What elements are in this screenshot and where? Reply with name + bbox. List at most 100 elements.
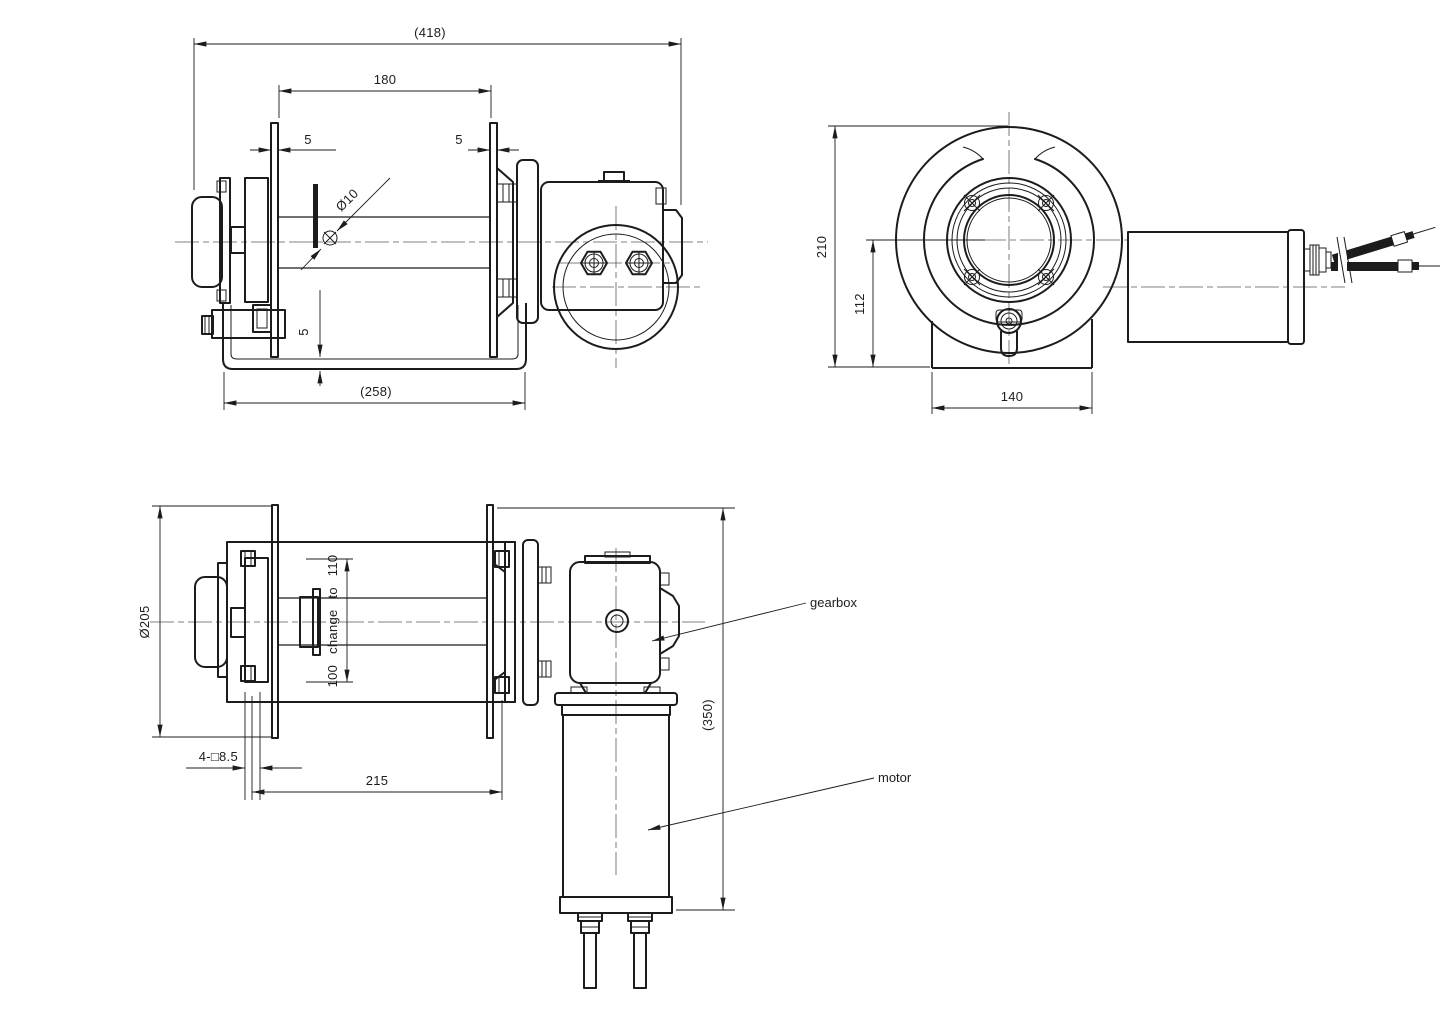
dim-text: 100 change to 110 bbox=[325, 555, 340, 688]
drum-support-plate bbox=[244, 557, 269, 683]
dim-text: 180 bbox=[374, 72, 397, 87]
rope-anchor-pin bbox=[313, 184, 318, 248]
input-shaft-circle bbox=[605, 609, 629, 633]
power-cables bbox=[1331, 226, 1440, 285]
screw bbox=[963, 268, 981, 286]
bolt-head bbox=[216, 180, 227, 193]
shaft-stub bbox=[230, 607, 246, 638]
dim-text: (418) bbox=[414, 25, 446, 40]
dim-text: 215 bbox=[366, 773, 389, 788]
screw bbox=[1037, 194, 1055, 212]
rope-anchor-hub bbox=[299, 596, 319, 648]
mounting-plate bbox=[931, 319, 1093, 369]
stud-lower bbox=[496, 278, 518, 298]
base-channel-inner bbox=[230, 305, 519, 360]
break-gap bbox=[1338, 235, 1347, 285]
bracket-bolt-threads bbox=[204, 316, 210, 334]
dim-text: 5 bbox=[296, 328, 311, 336]
terminal-bolt-left bbox=[580, 250, 608, 276]
drum-hub-cone bbox=[496, 167, 514, 318]
dim-text: (258) bbox=[360, 384, 392, 399]
input-shaft-center bbox=[610, 614, 624, 628]
motor-label: motor bbox=[878, 770, 912, 785]
stud-lower-threads bbox=[502, 279, 510, 297]
dim-text: 140 bbox=[1001, 389, 1024, 404]
dim-overall-depth-350: (350) bbox=[497, 507, 735, 911]
cable-gland-right bbox=[627, 912, 653, 934]
drum-support-plate bbox=[244, 177, 269, 303]
dim-text: Ø205 bbox=[137, 605, 152, 638]
flange-bolt-left bbox=[570, 686, 588, 694]
extension-lines bbox=[193, 38, 682, 205]
extension-lines bbox=[278, 85, 492, 118]
cover-clip-bottom bbox=[659, 657, 670, 671]
bolt-cross bbox=[582, 251, 606, 275]
bolt-head bbox=[216, 289, 227, 302]
brake-end-cap bbox=[191, 196, 223, 288]
dim-axis-to-base-112: 112 bbox=[852, 239, 985, 368]
dim-flange-diameter-205: Ø205 bbox=[137, 505, 272, 738]
housing-clip bbox=[655, 187, 667, 205]
dim-bracket-width-140: 140 bbox=[931, 372, 1093, 414]
shaft-stub bbox=[230, 226, 246, 254]
dim-flange-spacing-180: 180 bbox=[278, 72, 492, 118]
motor-collar bbox=[561, 704, 671, 716]
dim-flange-thickness-left: 5 bbox=[250, 132, 336, 153]
dim-overall-length-418: (418) bbox=[193, 25, 682, 205]
square-bolt-bottom bbox=[240, 665, 256, 682]
terminal-bolt-right bbox=[625, 250, 653, 276]
front-view: 210 112 140 bbox=[814, 112, 1440, 414]
pin-head-outer bbox=[996, 308, 1022, 334]
gearbox-housing bbox=[569, 561, 661, 684]
square-bolt-top bbox=[240, 550, 256, 567]
stud-lower bbox=[537, 660, 552, 678]
motor-cylinder bbox=[562, 715, 670, 897]
motor-end-circle-outer bbox=[553, 224, 679, 350]
gearbox-top-cap bbox=[584, 555, 651, 564]
bracket-slot bbox=[923, 158, 1095, 326]
extension-lines bbox=[244, 692, 261, 800]
dim-text: 5 bbox=[304, 132, 312, 147]
dim-mounting-holes: 4-□8.5 bbox=[186, 692, 302, 800]
screw bbox=[963, 194, 981, 212]
ring-screws bbox=[963, 194, 1055, 286]
hex-nut bbox=[580, 250, 608, 276]
cable-left bbox=[583, 932, 597, 989]
rope-hole-leader-upper bbox=[336, 177, 391, 232]
motor-end-cap bbox=[1287, 229, 1305, 345]
drum-flange-left bbox=[271, 504, 279, 739]
hub-ring bbox=[312, 588, 321, 656]
dim-hole-spacing-215: 215 bbox=[251, 700, 503, 800]
cable-gland-left bbox=[577, 912, 603, 934]
break-marks bbox=[1336, 236, 1353, 284]
dim-base-thickness-5: 5 bbox=[296, 290, 323, 386]
flange-bolt-right bbox=[643, 686, 661, 694]
rope-hole-leader-lower bbox=[300, 248, 322, 271]
cable-lower bbox=[1331, 259, 1440, 273]
gearbox-neck bbox=[579, 682, 652, 694]
square-bolt-top-right bbox=[494, 550, 510, 568]
drum-core-lines bbox=[278, 597, 487, 646]
screw bbox=[1037, 268, 1055, 286]
vent-plug bbox=[603, 171, 625, 182]
gearbox-top-bump bbox=[604, 551, 631, 558]
dim-text: 4-□8.5 bbox=[199, 749, 238, 764]
bolt-cross bbox=[627, 251, 651, 275]
dim-rope-hole: Ø10 bbox=[333, 186, 362, 215]
gearbox-adapter-plate bbox=[522, 539, 539, 706]
locking-pin bbox=[995, 308, 1023, 357]
stud-upper bbox=[537, 566, 552, 584]
side-view: Ø10 bbox=[175, 25, 708, 410]
gearbox-adapter-plate bbox=[516, 159, 539, 324]
motor-bottom-cap bbox=[559, 896, 673, 914]
dim-text: (350) bbox=[700, 699, 715, 731]
motor-leader bbox=[647, 777, 875, 831]
dim-drum-length-change: 100 change to 110 bbox=[306, 555, 353, 688]
bracket-bolt bbox=[201, 315, 214, 335]
hex-nut bbox=[625, 250, 653, 276]
dim-flange-thickness-right: 5 bbox=[455, 132, 519, 153]
plan-view: Ø205 100 change to 110 4-□8.5 215 (350) … bbox=[137, 504, 912, 989]
gearbox-leader bbox=[651, 602, 807, 642]
